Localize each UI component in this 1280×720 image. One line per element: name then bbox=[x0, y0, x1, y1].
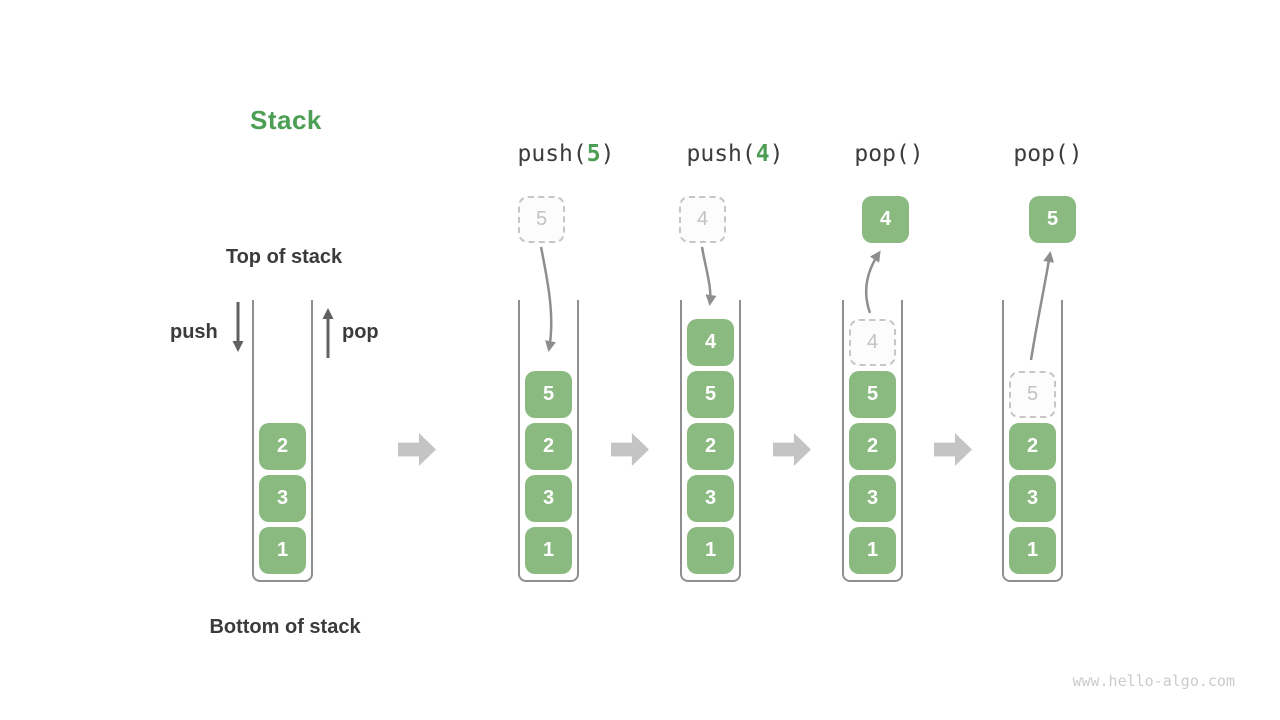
operation-title-pre: push( bbox=[517, 141, 587, 167]
operation-title-post: ) bbox=[909, 141, 924, 167]
stack-element: 1 bbox=[525, 527, 572, 574]
stack-after-push-4-container bbox=[680, 300, 741, 582]
operation-title: push(5) bbox=[518, 141, 615, 167]
stack-element: 5 bbox=[1009, 371, 1056, 418]
stack-element: 3 bbox=[259, 475, 306, 522]
next-state-arrow-icon bbox=[773, 433, 811, 466]
stack-element: 3 bbox=[525, 475, 572, 522]
operation-title-post: ) bbox=[769, 141, 784, 167]
stack-element: 2 bbox=[849, 423, 896, 470]
next-state-arrow-icon bbox=[934, 433, 972, 466]
operation-title-pre: pop( bbox=[1013, 141, 1069, 167]
stack-element: 4 bbox=[849, 319, 896, 366]
stack-element: 5 bbox=[525, 371, 572, 418]
operation-title: push(4) bbox=[687, 141, 784, 167]
push-label: push bbox=[170, 321, 218, 343]
stack-element: 5 bbox=[687, 371, 734, 418]
pop-label: pop bbox=[342, 321, 379, 343]
operation-title-pre: push( bbox=[686, 141, 756, 167]
stack-element: 4 bbox=[687, 319, 734, 366]
operation-title-post: ) bbox=[1068, 141, 1083, 167]
top-of-stack-label: Top of stack bbox=[225, 246, 343, 268]
stack-element: 1 bbox=[687, 527, 734, 574]
operation-title: pop() bbox=[854, 141, 923, 167]
stack-element: 3 bbox=[849, 475, 896, 522]
push-4-motion-arrow-icon bbox=[700, 246, 717, 306]
operation-title-arg: 4 bbox=[755, 141, 770, 167]
bottom-of-stack-label: Bottom of stack bbox=[209, 616, 361, 638]
stack-element: 2 bbox=[525, 423, 572, 470]
stack-element: 1 bbox=[1009, 527, 1056, 574]
next-state-arrow-icon bbox=[611, 433, 649, 466]
stack-element: 2 bbox=[687, 423, 734, 470]
watermark: www.hello-algo.com bbox=[1072, 672, 1235, 690]
stack-after-push-5-container bbox=[518, 300, 579, 582]
floating-element: 4 bbox=[862, 196, 909, 243]
page-title: Stack bbox=[250, 105, 322, 135]
stack-after-pop-4-container bbox=[842, 300, 903, 582]
operation-title-pre: pop( bbox=[854, 141, 910, 167]
operation-title-arg: 5 bbox=[586, 141, 601, 167]
next-state-arrow-icon bbox=[398, 433, 436, 466]
floating-element: 4 bbox=[679, 196, 726, 243]
stack-element: 1 bbox=[259, 527, 306, 574]
stack-element: 1 bbox=[849, 527, 896, 574]
stack-element: 3 bbox=[1009, 475, 1056, 522]
stack-initial-container bbox=[252, 300, 313, 582]
floating-element: 5 bbox=[1029, 196, 1076, 243]
stack-element: 2 bbox=[1009, 423, 1056, 470]
stack-after-pop-5-container bbox=[1002, 300, 1063, 582]
stack-element: 2 bbox=[259, 423, 306, 470]
stack-element: 5 bbox=[849, 371, 896, 418]
stack-element: 3 bbox=[687, 475, 734, 522]
operation-title: pop() bbox=[1013, 141, 1082, 167]
operation-title-post: ) bbox=[600, 141, 615, 167]
floating-element: 5 bbox=[518, 196, 565, 243]
